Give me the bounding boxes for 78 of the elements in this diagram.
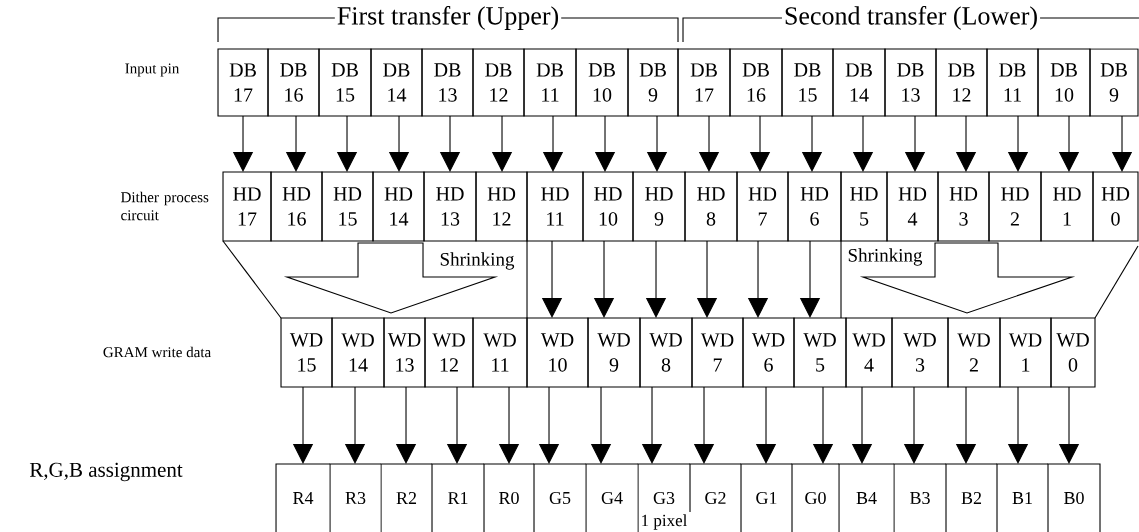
bit-cell: DB 13 [421, 48, 474, 117]
bit-cell: WD 3 [891, 317, 949, 388]
bit-cell: WD 7 [691, 317, 744, 388]
bit-cell: HD 12 [475, 171, 528, 242]
bit-cell: B2 [945, 463, 998, 532]
block-arrow [859, 242, 1076, 314]
bracket-label: Second transfer (Lower) [781, 4, 1041, 32]
bit-cell: G1 [740, 463, 793, 532]
edge-label: Shrinking [440, 252, 515, 270]
row-label: Input pin [125, 63, 180, 77]
bit-cell: WD 0 [1050, 317, 1096, 388]
bit-cell: WD 11 [472, 317, 528, 388]
bit-cell: B4 [838, 463, 895, 532]
bit-cell: WD 4 [845, 317, 893, 388]
bit-cell: HD 13 [423, 171, 477, 242]
bit-cell: DB 14 [370, 48, 423, 117]
bit-cell: DB 12 [935, 48, 988, 117]
bit-cell: WD 2 [947, 317, 1001, 388]
bit-cell: WD 15 [280, 317, 333, 388]
bit-cell: WD 9 [587, 317, 641, 388]
bit-cell: DB 10 [575, 48, 629, 117]
bit-cell: HD 16 [270, 171, 323, 242]
bit-cell: DB 15 [318, 48, 372, 117]
bit-cell: HD 5 [840, 171, 888, 242]
bit-cell: DB 11 [523, 48, 577, 117]
bit-cell: DB 11 [986, 48, 1039, 117]
block-arrow [283, 242, 499, 314]
bit-cell: DB 17 [217, 48, 269, 117]
bit-cell: HD 17 [222, 171, 272, 242]
bit-cell: HD 1 [1040, 171, 1094, 242]
bit-cell: HD 6 [787, 171, 842, 242]
bit-cell: DB 16 [267, 48, 320, 117]
row-label: GRAM write data [103, 346, 211, 358]
bit-cell: WD 14 [331, 317, 385, 388]
bit-cell: R0 [483, 463, 535, 532]
bit-cell: WD 6 [742, 317, 795, 388]
bit-cell: DB 15 [781, 48, 834, 117]
bit-cell: DB 13 [884, 48, 937, 117]
bit-cell: R2 [380, 463, 433, 532]
bit-cell: DB 12 [472, 48, 525, 117]
bit-cell: DB 16 [729, 48, 783, 117]
bit-cell: HD 14 [372, 171, 425, 242]
edge-label: Shrinking [848, 248, 923, 266]
bit-cell: B3 [893, 463, 947, 532]
bit-cell: DB 17 [677, 48, 731, 117]
bit-cell: WD 12 [424, 317, 474, 388]
bit-cell: B0 [1047, 463, 1101, 532]
bit-cell: HD 7 [736, 171, 789, 242]
bit-cell: R1 [431, 463, 485, 532]
bit-cell: WD 5 [793, 317, 847, 388]
bit-cell: HD 10 [582, 171, 634, 242]
bit-cell: G4 [585, 463, 639, 532]
bit-cell: HD 2 [988, 171, 1042, 242]
bit-cell: G2 [689, 463, 742, 513]
bit-cell: R4 [275, 463, 331, 532]
bit-cell: HD 4 [886, 171, 939, 242]
bit-cell: G0 [791, 463, 840, 532]
bit-cell: HD 8 [684, 171, 738, 242]
bit-cell: DB 9 [1089, 48, 1139, 117]
bit-cell: DB 10 [1037, 48, 1091, 117]
bit-cell: R3 [329, 463, 382, 532]
bit-cell: WD 13 [383, 317, 426, 388]
bit-cell: WD 10 [526, 317, 589, 388]
span-label: 1 pixel [642, 514, 688, 530]
bit-cell: HD 11 [526, 171, 584, 242]
bit-cell: HD 9 [632, 171, 686, 242]
row-label: Dither process circuit [121, 191, 209, 221]
bit-cell: B1 [996, 463, 1049, 532]
bit-cell: HD 0 [1092, 171, 1139, 242]
bracket-label: First transfer (Upper) [334, 4, 562, 32]
row-label: R,G,B assignment [29, 462, 183, 482]
bit-cell: DB 9 [627, 48, 679, 117]
bit-cell: HD 15 [321, 171, 374, 242]
bit-cell: WD 8 [639, 317, 693, 388]
bit-cell: DB 14 [832, 48, 886, 117]
bit-cell: WD 1 [999, 317, 1052, 388]
bit-cell: G5 [533, 463, 587, 532]
bit-cell: HD 3 [937, 171, 990, 242]
